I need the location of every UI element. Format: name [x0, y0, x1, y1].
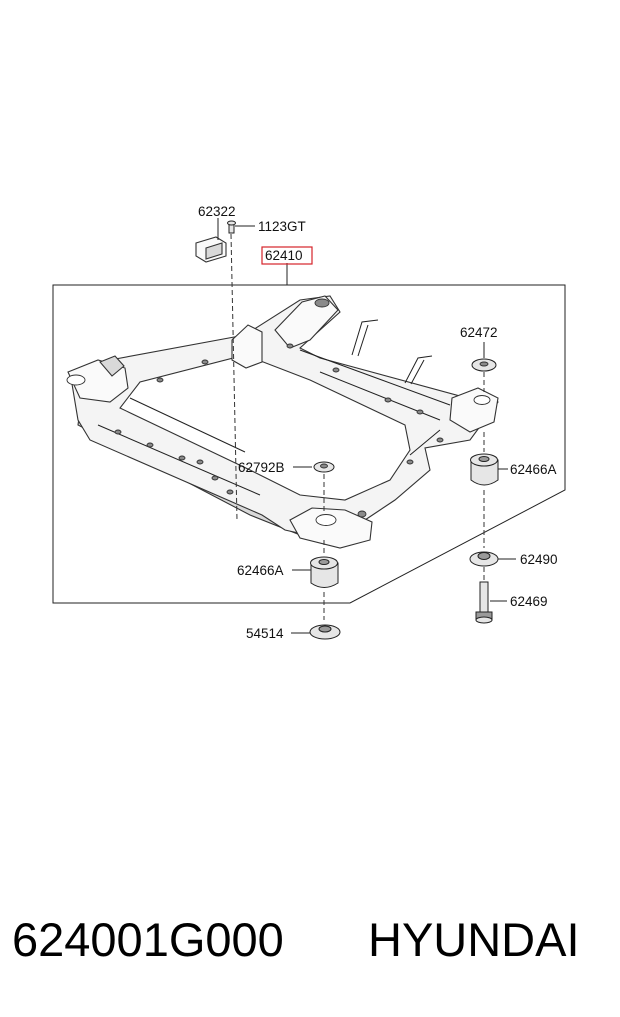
label-62469: 62469	[510, 594, 548, 609]
washer-62490	[469, 551, 499, 567]
bushing-62466a-left	[310, 556, 339, 588]
footer: 624001G000 HYUNDAI	[0, 905, 620, 975]
bushing-62466a-right	[470, 453, 499, 486]
assembly-boundary	[52, 284, 566, 604]
label-62472: 62472	[460, 325, 498, 340]
bolt-1123gt	[227, 220, 236, 234]
washer-62792b	[313, 461, 335, 473]
rear-arm-hole	[314, 298, 330, 308]
washer-62472	[471, 358, 497, 372]
label-62466a-right: 62466A	[510, 462, 557, 477]
front-mount-hole	[315, 514, 337, 526]
washer-54514	[309, 624, 341, 640]
label-62490: 62490	[520, 552, 558, 567]
left-bracket	[99, 355, 125, 377]
front-mount-pad	[289, 507, 373, 549]
label-62466a-left: 62466A	[237, 563, 284, 578]
left-mount-hole	[66, 374, 86, 386]
crossmember-assembly	[66, 295, 499, 549]
tube-right	[404, 355, 433, 385]
bolt-62469	[475, 581, 493, 624]
label-62792b: 62792B	[238, 460, 285, 475]
brand-name: HYUNDAI	[368, 913, 580, 966]
tube-left	[351, 319, 379, 357]
label-54514: 54514	[246, 626, 284, 641]
frame-holes	[114, 343, 444, 518]
bracket-62322	[195, 236, 227, 263]
right-mount-hole	[473, 395, 491, 405]
label-62410: 62410	[265, 248, 303, 263]
label-62322: 62322	[198, 204, 236, 219]
part-number: 624001G000	[12, 913, 284, 966]
label-1123gt: 1123GT	[258, 219, 306, 234]
center-tower	[231, 324, 263, 369]
frame-rib	[97, 349, 451, 496]
highlight-box-62410	[261, 246, 313, 265]
